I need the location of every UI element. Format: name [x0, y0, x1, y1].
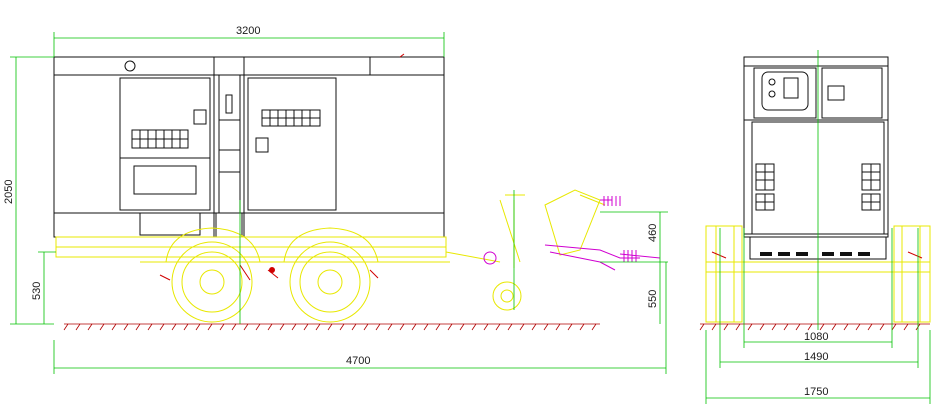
front-view-trailer [705, 225, 931, 323]
front-dimension-lines [705, 50, 931, 404]
side-view-trailer [55, 189, 606, 323]
dim-total-height: 2050 [3, 180, 15, 204]
ground-line-front [699, 323, 930, 331]
dim-mid-width: 1490 [804, 351, 828, 363]
red-markers [159, 53, 405, 281]
dim-hitch-height-upper: 460 [647, 224, 659, 242]
dim-chassis-height: 530 [31, 282, 43, 300]
dim-top-length: 3200 [236, 25, 260, 37]
ground-line-side [63, 323, 600, 331]
front-view-canopy [743, 56, 889, 260]
dim-inner-width: 1080 [804, 331, 828, 343]
side-dimension-lines [10, 32, 668, 374]
side-view-canopy [53, 56, 445, 238]
dim-hitch-height-lower: 550 [647, 290, 659, 308]
side-vent-grilles [131, 109, 321, 149]
hitch-spring [483, 196, 661, 271]
dim-total-width: 1750 [804, 386, 828, 398]
dim-total-length: 4700 [346, 355, 370, 367]
